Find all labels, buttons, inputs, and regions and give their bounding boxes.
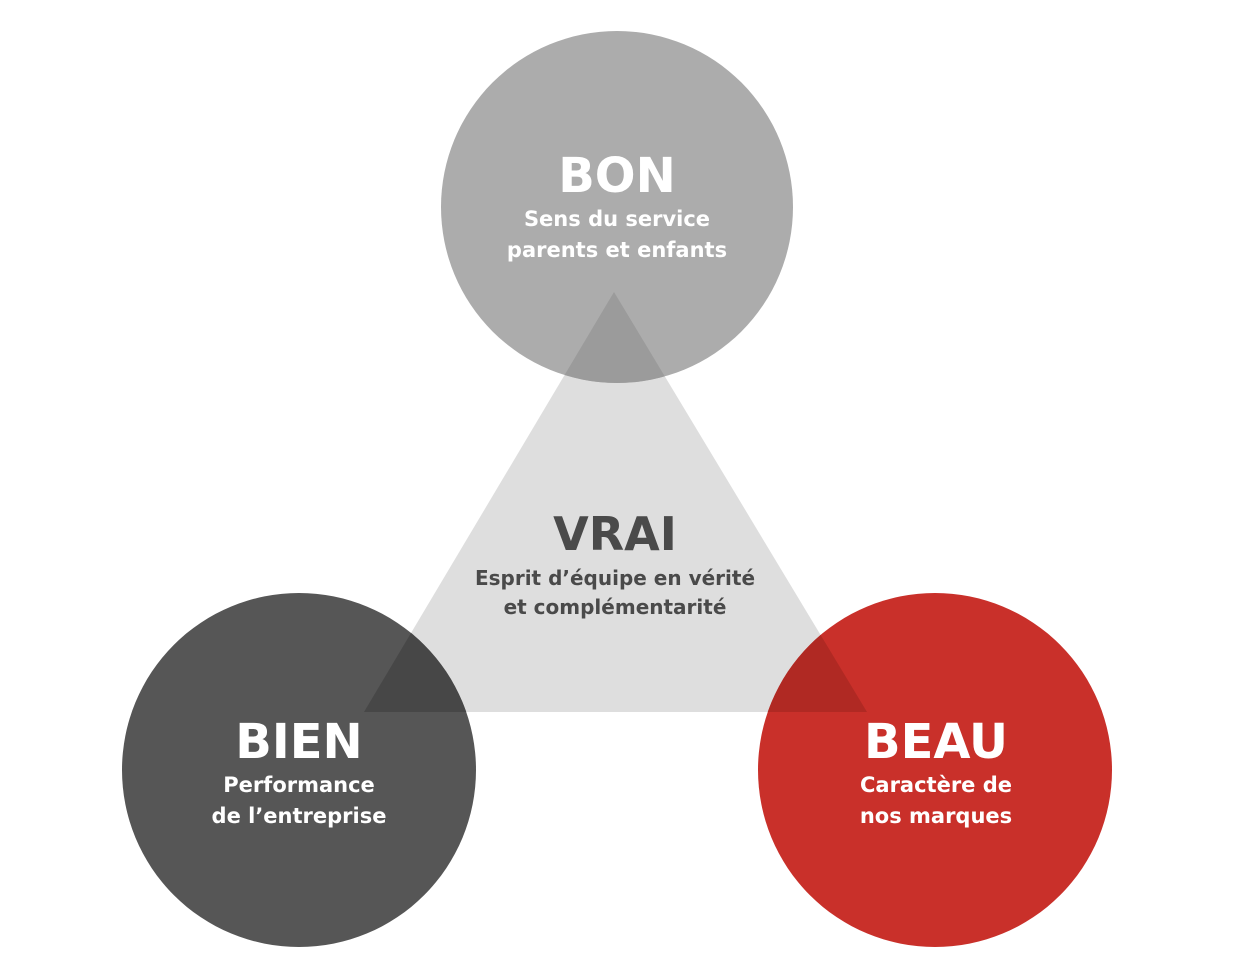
bien-subtitle-line2: de l’entreprise (212, 804, 387, 828)
beau-title: BEAU (864, 714, 1008, 770)
center-triangle (364, 292, 867, 712)
vrai-title: VRAI (553, 507, 677, 561)
bon-title: BON (558, 148, 676, 204)
bon-subtitle-line2: parents et enfants (507, 238, 727, 262)
vrai-subtitle-line1: Esprit d’équipe en vérité (475, 566, 755, 590)
bon-subtitle-line1: Sens du service (524, 207, 710, 231)
bien-title: BIEN (235, 714, 362, 770)
beau-overlap (758, 593, 867, 712)
beau-subtitle-line1: Caractère de (860, 773, 1012, 797)
bien-overlap (364, 593, 476, 712)
beau-subtitle-line2: nos marques (860, 804, 1012, 828)
vrai-subtitle-line2: et complémentarité (504, 595, 727, 619)
bon-circle (441, 31, 793, 383)
bien-subtitle-line1: Performance (223, 773, 375, 797)
